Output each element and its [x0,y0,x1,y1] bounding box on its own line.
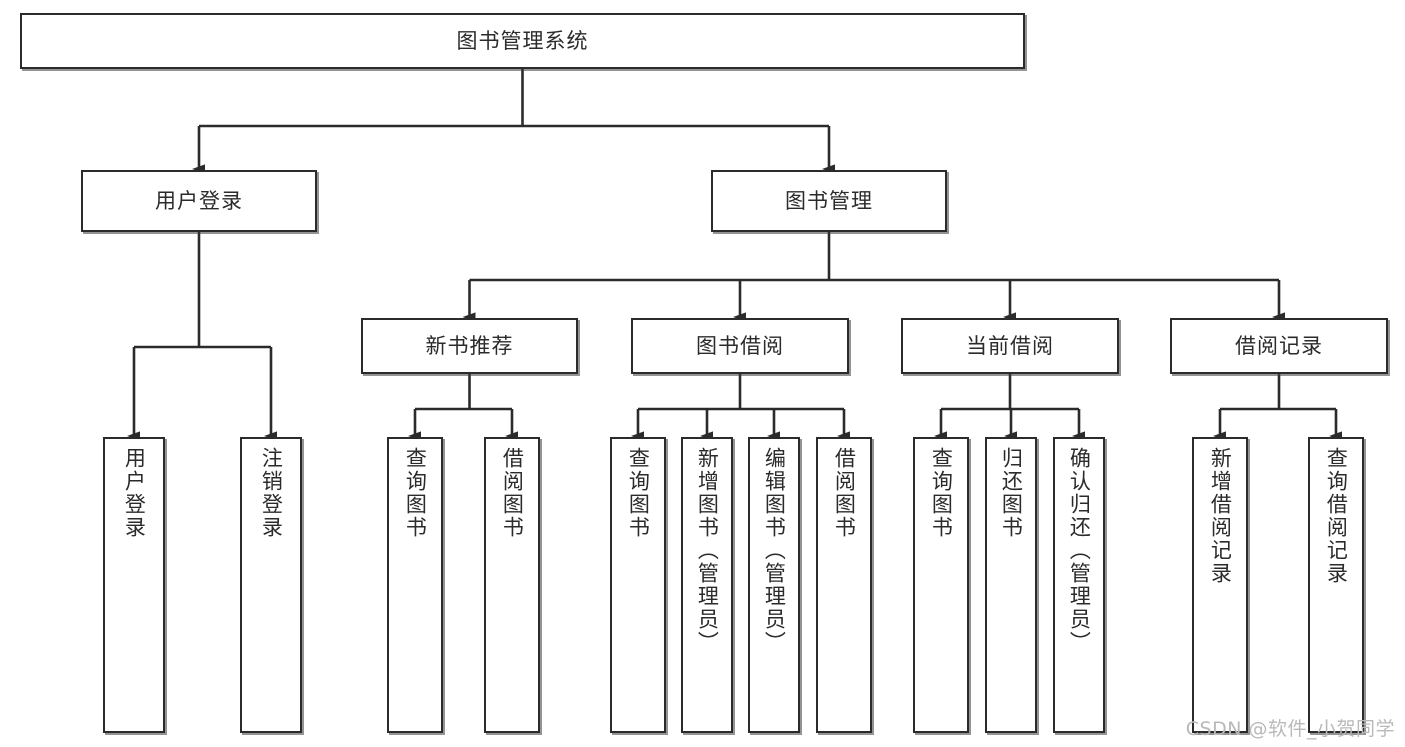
node-label: 查询图书 [929,447,954,539]
node-l-qb1[interactable]: 查询图书 [387,437,443,733]
node-label: 图书借阅 [696,333,784,358]
node-current[interactable]: 当前借阅 [901,318,1119,374]
node-l-qb3[interactable]: 查询图书 [913,437,969,733]
node-label: 新书推荐 [425,333,514,358]
node-records[interactable]: 借阅记录 [1170,318,1388,374]
node-label: 借阅记录 [1235,333,1323,358]
node-label: 图书管理 [785,188,873,213]
node-label: 查询借阅记录 [1324,447,1349,585]
node-newrec[interactable]: 新书推荐 [361,318,578,374]
node-label: 编辑图书（管理员） [762,447,787,654]
node-label: 查询图书 [403,447,428,539]
node-label: 查询图书 [626,447,651,539]
node-l-confirm[interactable]: 确认归还（管理员） [1053,437,1105,733]
node-label: 用户登录 [122,447,147,539]
node-l-logout[interactable]: 注销登录 [240,437,302,733]
node-label: 新增借阅记录 [1208,447,1233,585]
node-l-return[interactable]: 归还图书 [985,437,1037,733]
node-l-addbook[interactable]: 新增图书（管理员） [681,437,733,733]
node-label: 注销登录 [259,447,284,539]
node-label: 借阅图书 [832,447,857,539]
node-l-editbook[interactable]: 编辑图书（管理员） [748,437,800,733]
node-borrow[interactable]: 图书借阅 [631,318,849,374]
node-bookmgmt[interactable]: 图书管理 [711,170,947,232]
node-root[interactable]: 图书管理系统 [20,13,1025,69]
node-l-bb1[interactable]: 借阅图书 [484,437,540,733]
node-l-qrec[interactable]: 查询借阅记录 [1308,437,1364,733]
node-label: 确认归还（管理员） [1067,447,1092,654]
node-label: 借阅图书 [500,447,525,539]
node-label: 当前借阅 [966,333,1054,358]
node-label: 图书管理系统 [456,28,589,53]
node-label: 新增图书（管理员） [695,447,720,654]
node-l-bb2[interactable]: 借阅图书 [816,437,872,733]
node-label: 归还图书 [999,447,1024,539]
node-login[interactable]: 用户登录 [81,170,317,232]
node-l-login[interactable]: 用户登录 [103,437,165,733]
node-l-qb2[interactable]: 查询图书 [610,437,666,733]
node-label: 用户登录 [155,188,243,213]
node-l-addrec[interactable]: 新增借阅记录 [1192,437,1248,733]
